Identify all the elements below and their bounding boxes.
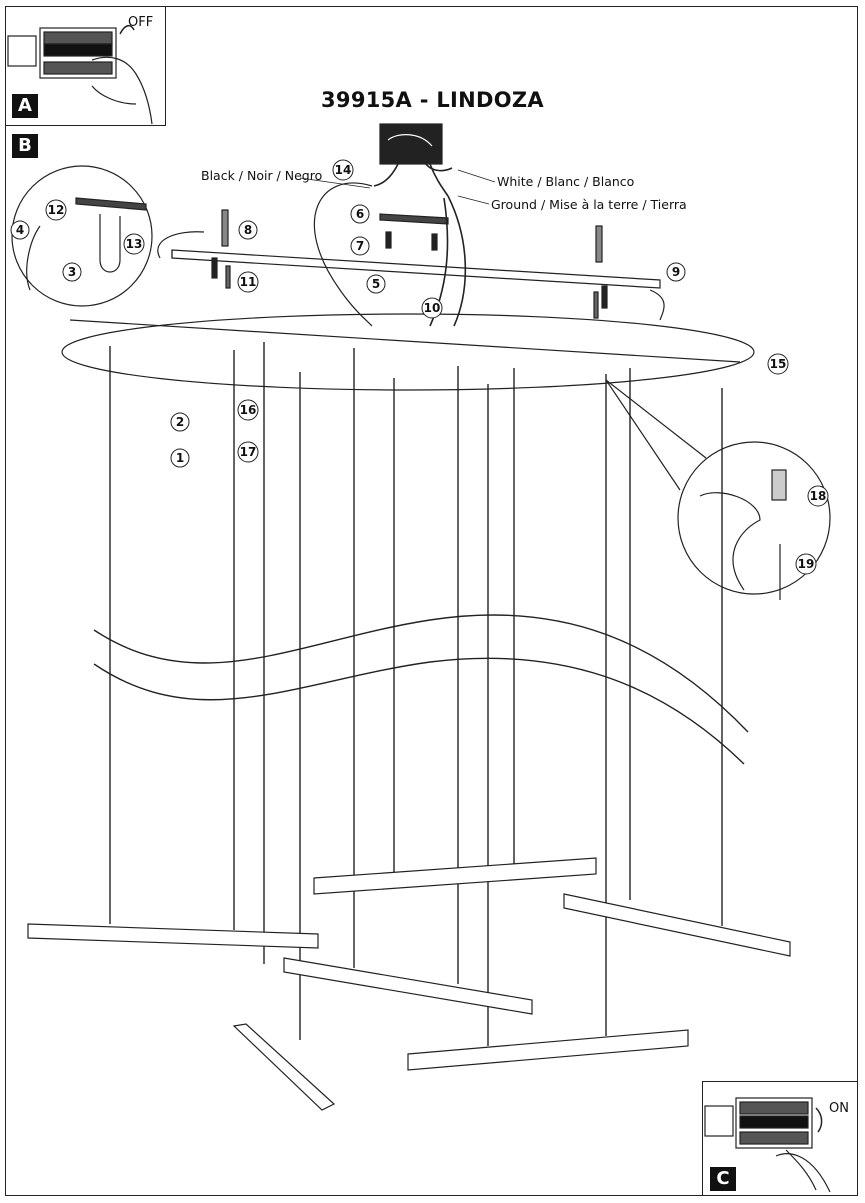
panel-c-switch-on — [702, 1081, 858, 1196]
panel-c-badge: C — [710, 1167, 736, 1191]
svg-text:17: 17 — [240, 445, 257, 459]
svg-text:2: 2 — [176, 415, 184, 429]
svg-text:6: 6 — [356, 207, 364, 221]
step-2: 2 — [170, 412, 190, 432]
svg-text:12: 12 — [48, 203, 65, 217]
step-17: 17 — [237, 441, 259, 463]
step-12: 12 — [45, 199, 67, 221]
white-wire-label: White / Blanc / Blanco — [497, 174, 635, 189]
panel-b-badge: B — [12, 134, 38, 158]
step-5: 5 — [366, 274, 386, 294]
svg-text:13: 13 — [126, 237, 143, 251]
svg-text:7: 7 — [356, 239, 364, 253]
panel-a-badge: A — [12, 94, 38, 118]
step-10: 10 — [421, 297, 443, 319]
step-13: 13 — [123, 233, 145, 255]
step-15: 15 — [767, 353, 789, 375]
svg-text:1: 1 — [176, 451, 184, 465]
breaker-box-a — [7, 24, 153, 125]
svg-text:4: 4 — [16, 223, 24, 237]
step-18: 18 — [807, 485, 829, 507]
step-8: 8 — [238, 220, 258, 240]
black-wire-label: Black / Noir / Negro — [201, 168, 323, 183]
svg-text:16: 16 — [240, 403, 257, 417]
step-6: 6 — [350, 204, 370, 224]
svg-text:9: 9 — [672, 265, 680, 279]
svg-text:15: 15 — [770, 357, 787, 371]
step-14: 14 — [332, 159, 354, 181]
step-19: 19 — [795, 553, 817, 575]
on-label: ON — [829, 1101, 849, 1116]
step-9: 9 — [666, 262, 686, 282]
step-11: 11 — [237, 271, 259, 293]
svg-text:3: 3 — [68, 265, 76, 279]
breaker-box-c — [704, 1097, 831, 1193]
svg-text:10: 10 — [424, 301, 441, 315]
svg-text:5: 5 — [372, 277, 380, 291]
svg-text:14: 14 — [335, 163, 352, 177]
ground-wire-label: Ground / Mise à la terre / Tierra — [491, 197, 687, 212]
step-4: 4 — [10, 220, 30, 240]
page-title: 39915A - LINDOZA — [321, 88, 544, 112]
svg-text:11: 11 — [240, 275, 257, 289]
off-label: OFF — [128, 15, 154, 30]
svg-text:18: 18 — [810, 489, 827, 503]
page-frame — [5, 6, 858, 1196]
step-7: 7 — [350, 236, 370, 256]
step-16: 16 — [237, 399, 259, 421]
step-1: 1 — [170, 448, 190, 468]
panel-a-switch-off — [5, 6, 166, 126]
svg-text:19: 19 — [798, 557, 815, 571]
svg-text:8: 8 — [244, 223, 252, 237]
step-3: 3 — [62, 262, 82, 282]
